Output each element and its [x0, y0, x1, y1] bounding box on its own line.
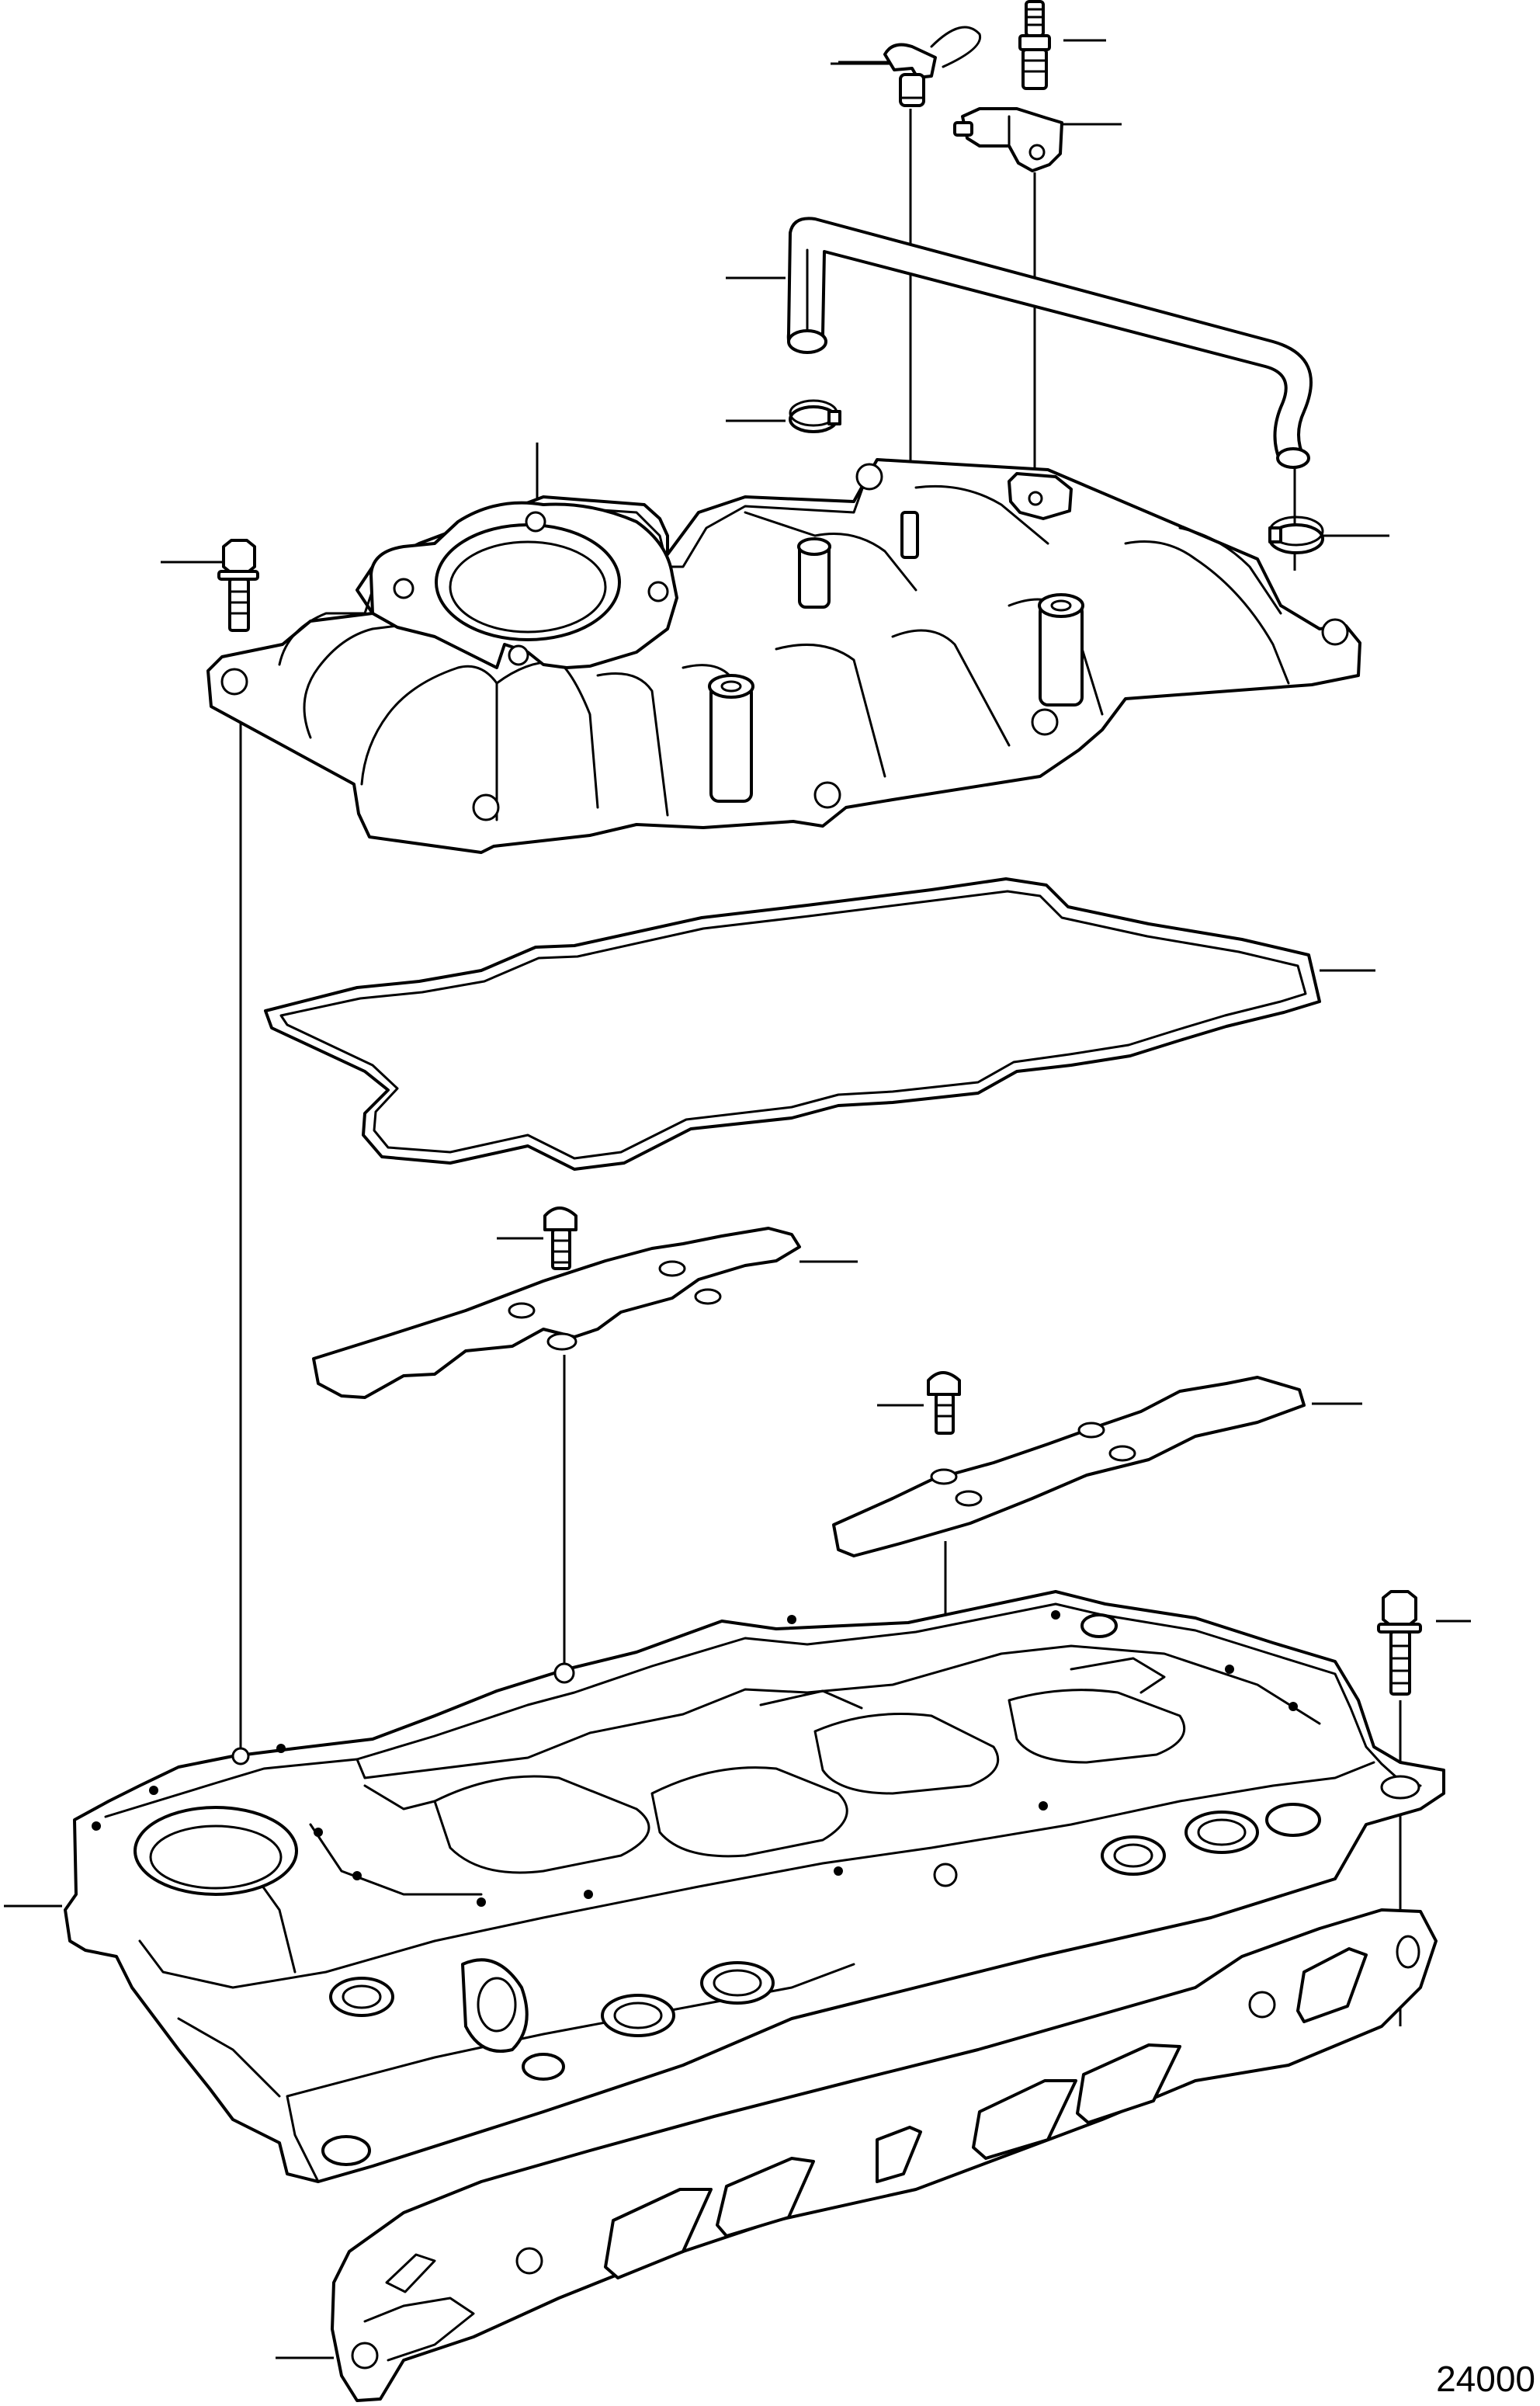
fuel-rail-plate-left: [312, 1227, 801, 1399]
figure-id-label: 24000: [1436, 2359, 1535, 2399]
screw-right: [927, 1371, 961, 1435]
bolt-upper-left: [217, 539, 259, 632]
crank-sensor: [883, 26, 982, 107]
hose-clamp-left: [789, 399, 841, 433]
upper-intake-manifold: [206, 458, 1361, 854]
bolt-lower-right: [1377, 1590, 1422, 1696]
lower-intake-manifold: [64, 1590, 1445, 2183]
stud-top: [1018, 0, 1051, 90]
upper-plenum-gasket: [264, 877, 1321, 1171]
pcv-hose: [786, 217, 1313, 469]
lower-manifold-gasket: [331, 1908, 1438, 2402]
hose-clamp-right: [1268, 516, 1324, 554]
map-sensor: [953, 107, 1063, 172]
screw-mid: [543, 1206, 578, 1270]
fuel-rail-plate-right: [832, 1376, 1306, 1557]
